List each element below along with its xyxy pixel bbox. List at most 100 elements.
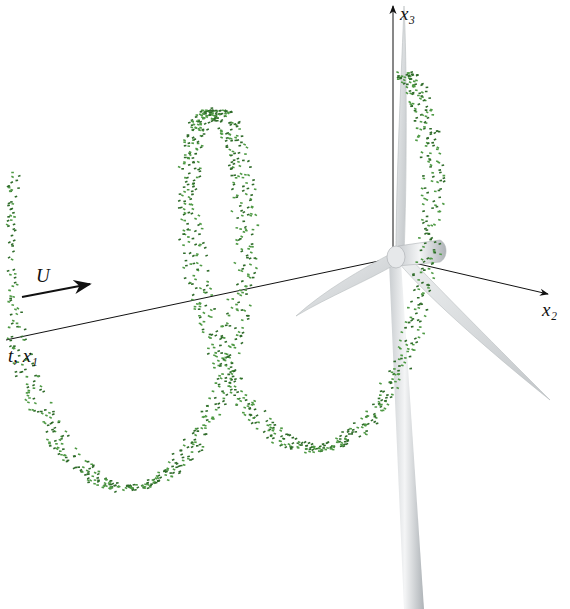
wake-dot <box>245 285 248 287</box>
wake-dot <box>301 442 304 445</box>
wake-dot <box>361 426 364 429</box>
wake-dot <box>218 113 221 115</box>
wake-dot <box>318 447 321 449</box>
wake-dot <box>7 337 10 340</box>
wake-dot <box>380 399 383 402</box>
wake-dot <box>429 133 432 135</box>
wake-dot <box>214 334 217 337</box>
wake-dot <box>243 309 246 312</box>
wake-dot <box>365 411 368 413</box>
wake-dot <box>428 268 431 270</box>
wake-dot <box>198 308 201 310</box>
wake-dot <box>48 412 51 414</box>
wake-dot <box>280 443 283 446</box>
wake-dot <box>404 357 407 359</box>
wake-dot <box>272 428 275 430</box>
wake-dot <box>280 435 283 438</box>
wake-dot <box>245 399 248 401</box>
wake-dot <box>62 459 65 461</box>
wake-dot <box>280 427 283 429</box>
wake-dot <box>199 302 202 305</box>
wake-dot <box>244 174 247 176</box>
wake-dot <box>186 135 189 138</box>
wake-dot <box>340 445 343 447</box>
wake-dot <box>199 443 202 445</box>
wake-dot <box>13 223 16 225</box>
wake-dot <box>312 446 315 449</box>
wake-dot <box>401 75 404 77</box>
wake-dot <box>230 168 233 170</box>
wake-dot <box>58 439 61 441</box>
wake-dot <box>44 422 47 425</box>
wake-dot <box>425 145 428 147</box>
wake-dot <box>198 233 201 235</box>
wake-dot <box>230 140 233 142</box>
wake-dot <box>233 123 236 125</box>
wake-dot <box>217 402 220 405</box>
wake-dot <box>233 262 236 265</box>
wake-dot <box>117 486 120 488</box>
wake-dot <box>203 289 206 291</box>
wake-dot <box>215 355 218 357</box>
wake-dot <box>234 137 237 139</box>
wake-dot <box>391 393 394 395</box>
wake-dot <box>105 479 108 481</box>
wake-dot <box>196 445 199 447</box>
wake-dot <box>219 344 222 346</box>
wake-dot <box>187 196 190 199</box>
wake-dot <box>433 132 436 135</box>
wake-dot <box>358 435 361 438</box>
wake-dot <box>11 304 14 306</box>
wake-dot <box>215 330 218 333</box>
wake-dot <box>425 105 428 108</box>
wake-dot <box>431 142 434 144</box>
wake-dot <box>194 217 197 220</box>
wake-dot <box>11 336 14 338</box>
wake-dot <box>420 249 423 251</box>
wake-dot <box>279 440 282 442</box>
wake-dot <box>184 177 187 179</box>
wake-dot <box>230 111 233 113</box>
wake-dot <box>418 336 421 338</box>
wake-dot <box>300 444 303 446</box>
wake-dot <box>96 484 99 486</box>
wake-dot <box>428 97 431 99</box>
wake-dot <box>194 306 197 308</box>
wake-dot <box>420 95 423 97</box>
wake-dot <box>243 264 246 266</box>
wake-dot <box>436 148 439 150</box>
wake-dot <box>220 132 223 135</box>
wake-dot <box>397 76 400 79</box>
wake-dot <box>322 447 325 449</box>
wake-dot <box>398 365 401 367</box>
wake-dot <box>24 368 27 370</box>
wake-dot <box>251 422 254 425</box>
wake-dot <box>224 115 227 117</box>
wake-dot <box>242 397 245 399</box>
wake-dot <box>398 378 401 380</box>
wake-dot <box>63 454 66 456</box>
wake-dot <box>60 454 63 456</box>
wake-dot <box>200 114 203 116</box>
wake-dot <box>215 110 218 113</box>
wake-dot <box>419 320 422 322</box>
wake-dot <box>348 433 351 435</box>
wake-dot <box>377 401 380 403</box>
wake-dot <box>227 355 230 357</box>
wake-dot <box>182 267 185 269</box>
wake-dot <box>15 179 18 181</box>
wake-dot <box>225 393 228 396</box>
wake-dot <box>233 152 236 154</box>
wake-dot <box>84 460 87 463</box>
wake-dot <box>195 114 198 116</box>
wake-dot <box>189 151 192 154</box>
wake-dot <box>257 421 260 423</box>
wake-dot <box>425 115 428 117</box>
wake-dot <box>247 160 250 163</box>
wake-dot <box>215 110 218 112</box>
wake-dot <box>312 446 315 448</box>
wake-dot <box>192 262 195 264</box>
wake-dot <box>230 391 233 393</box>
wake-dot <box>45 414 48 417</box>
